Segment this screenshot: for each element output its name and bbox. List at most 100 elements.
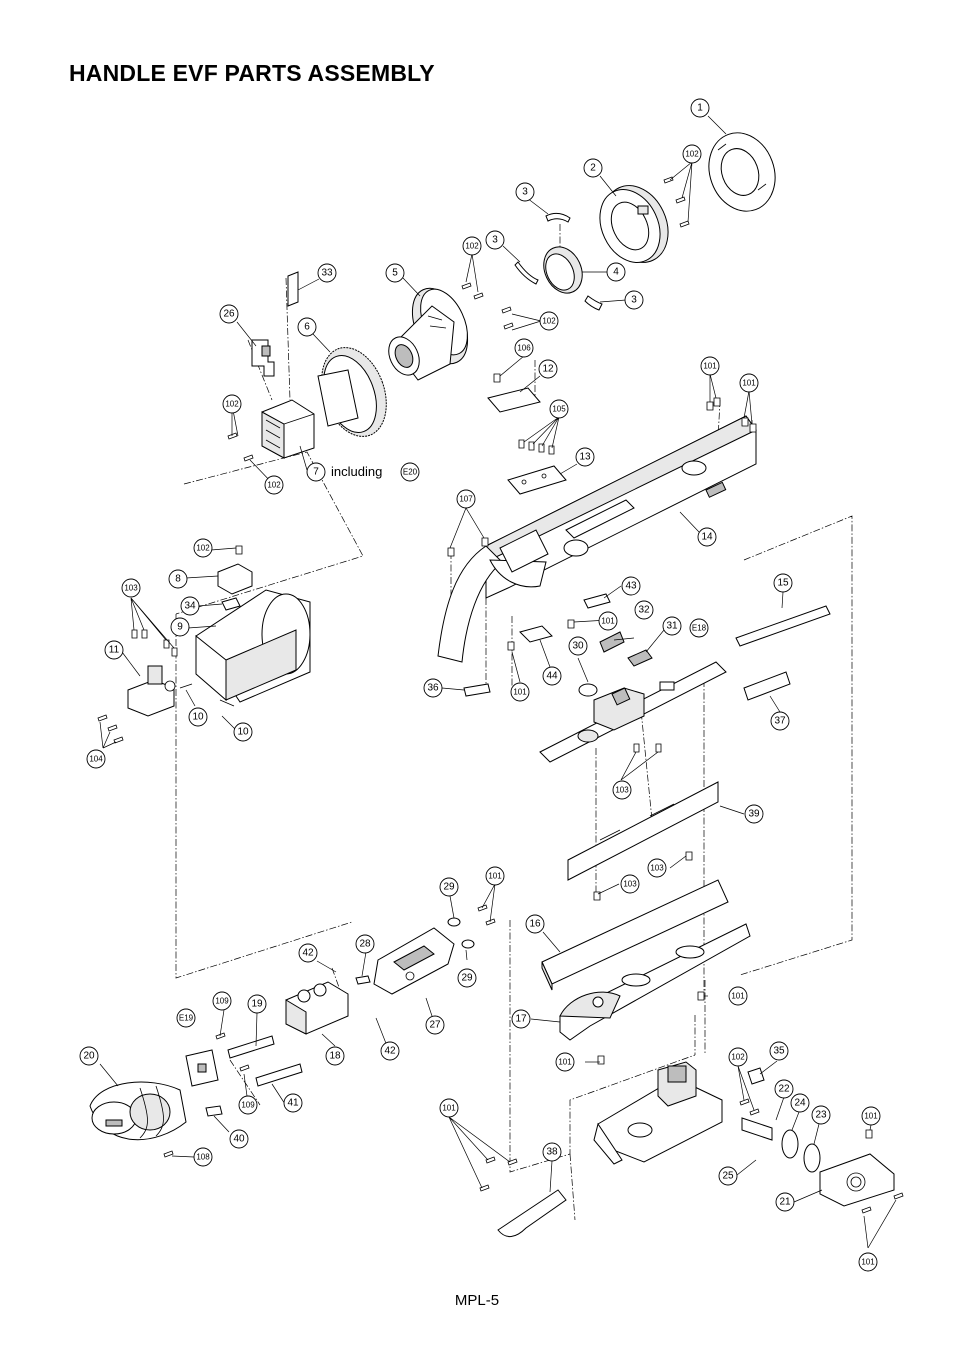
svg-text:42: 42 xyxy=(302,948,314,959)
part-39-frame xyxy=(567,781,719,881)
part-5-lens-barrel xyxy=(388,287,469,381)
part-44-sheet xyxy=(519,625,553,643)
leader-lines xyxy=(99,115,897,1249)
svg-text:E18: E18 xyxy=(692,624,707,633)
callout-109: 109 xyxy=(212,991,232,1011)
callout-8: 8 xyxy=(168,569,188,589)
callout-14: 14 xyxy=(697,527,717,547)
part-6-gear-ring xyxy=(317,347,387,437)
part-9-viewfinder-tube xyxy=(195,589,311,703)
part-7-sensor-module xyxy=(261,399,315,459)
svg-text:39: 39 xyxy=(748,809,760,820)
part-24-ring xyxy=(781,1129,799,1159)
svg-text:3: 3 xyxy=(522,187,528,198)
svg-text:31: 31 xyxy=(666,621,678,632)
callout-13: 13 xyxy=(575,447,595,467)
callout-25: 25 xyxy=(718,1166,738,1186)
callout-105: 105 xyxy=(549,399,569,419)
svg-text:41: 41 xyxy=(287,1098,299,1109)
part-43-sheet xyxy=(583,593,611,609)
callout-106: 106 xyxy=(514,338,534,358)
svg-text:26: 26 xyxy=(223,309,235,320)
callout-102: 102 xyxy=(193,538,213,558)
svg-text:35: 35 xyxy=(773,1046,785,1057)
callout-32: 32 xyxy=(634,600,654,620)
callout-108: 108 xyxy=(193,1147,213,1167)
svg-text:23: 23 xyxy=(815,1110,827,1121)
svg-text:102: 102 xyxy=(196,544,210,553)
callout-4: 4 xyxy=(606,262,626,282)
callout-30: 30 xyxy=(568,636,588,656)
svg-text:43: 43 xyxy=(625,581,637,592)
svg-text:42: 42 xyxy=(384,1046,396,1057)
callout-15: 15 xyxy=(773,573,793,593)
svg-text:108: 108 xyxy=(196,1153,210,1162)
callout-101: 101 xyxy=(700,356,720,376)
svg-text:101: 101 xyxy=(703,362,717,371)
callout-39: 39 xyxy=(744,804,764,824)
callout-29: 29 xyxy=(439,877,459,897)
svg-text:102: 102 xyxy=(267,481,281,490)
svg-text:2: 2 xyxy=(590,163,596,174)
callout-102: 102 xyxy=(728,1047,748,1067)
svg-text:102: 102 xyxy=(731,1053,745,1062)
callout-41: 41 xyxy=(283,1093,303,1113)
svg-text:34: 34 xyxy=(184,601,196,612)
callout-102: 102 xyxy=(682,144,702,164)
part-36-sheet xyxy=(463,683,491,697)
callout-102: 102 xyxy=(462,236,482,256)
svg-text:105: 105 xyxy=(552,405,566,414)
svg-text:102: 102 xyxy=(465,242,479,251)
callout-31: 31 xyxy=(662,616,682,636)
callouts: 1 2 102 3 3 4 3 102 5 33 102 26 6 106 12… xyxy=(79,98,881,1272)
part-31-connector xyxy=(627,649,653,667)
svg-text:5: 5 xyxy=(392,268,398,279)
svg-text:103: 103 xyxy=(623,880,637,889)
callout-26: 26 xyxy=(219,304,239,324)
svg-text:38: 38 xyxy=(546,1147,558,1158)
svg-text:28: 28 xyxy=(359,939,371,950)
callout-101: 101 xyxy=(439,1098,459,1118)
part-e18-board xyxy=(539,661,727,763)
svg-text:103: 103 xyxy=(124,584,138,593)
part-41-sheet xyxy=(255,1063,303,1087)
callout-9: 9 xyxy=(170,617,190,637)
callout-37: 37 xyxy=(770,711,790,731)
svg-text:29: 29 xyxy=(461,973,473,984)
part-29-washers xyxy=(447,917,475,949)
alignment-lines xyxy=(175,224,853,1221)
svg-text:20: 20 xyxy=(83,1051,95,1062)
callout-103: 103 xyxy=(612,780,632,800)
callout-43: 43 xyxy=(621,576,641,596)
callout-103: 103 xyxy=(121,578,141,598)
callout-101: 101 xyxy=(728,986,748,1006)
svg-text:102: 102 xyxy=(685,150,699,159)
callout-2: 2 xyxy=(583,158,603,178)
svg-text:22: 22 xyxy=(778,1084,790,1095)
callout-3: 3 xyxy=(485,230,505,250)
part-21-cap xyxy=(819,1153,895,1207)
note-callout-e20: E20 xyxy=(400,462,420,482)
callout-36: 36 xyxy=(423,678,443,698)
part-3-clips xyxy=(514,212,603,311)
svg-text:25: 25 xyxy=(722,1171,734,1182)
svg-text:12: 12 xyxy=(542,364,554,375)
part-27-display xyxy=(373,927,455,995)
svg-text:29: 29 xyxy=(443,882,455,893)
callout-101: 101 xyxy=(485,866,505,886)
callout-3: 3 xyxy=(624,290,644,310)
part-32-connector xyxy=(599,631,625,653)
callout-11: 11 xyxy=(104,640,124,660)
callout-e18: E18 xyxy=(689,618,709,638)
part-1-eyecup-ring xyxy=(708,132,776,212)
callout-18: 18 xyxy=(325,1046,345,1066)
callout-12: 12 xyxy=(538,359,558,379)
callout-42: 42 xyxy=(298,943,318,963)
callout-19: 19 xyxy=(247,994,267,1014)
callout-101: 101 xyxy=(739,373,759,393)
callout-e19: E19 xyxy=(176,1008,196,1028)
callout-21: 21 xyxy=(775,1192,795,1212)
page-number: MPL-5 xyxy=(454,1292,500,1309)
callout-35: 35 xyxy=(769,1041,789,1061)
svg-text:101: 101 xyxy=(742,379,756,388)
